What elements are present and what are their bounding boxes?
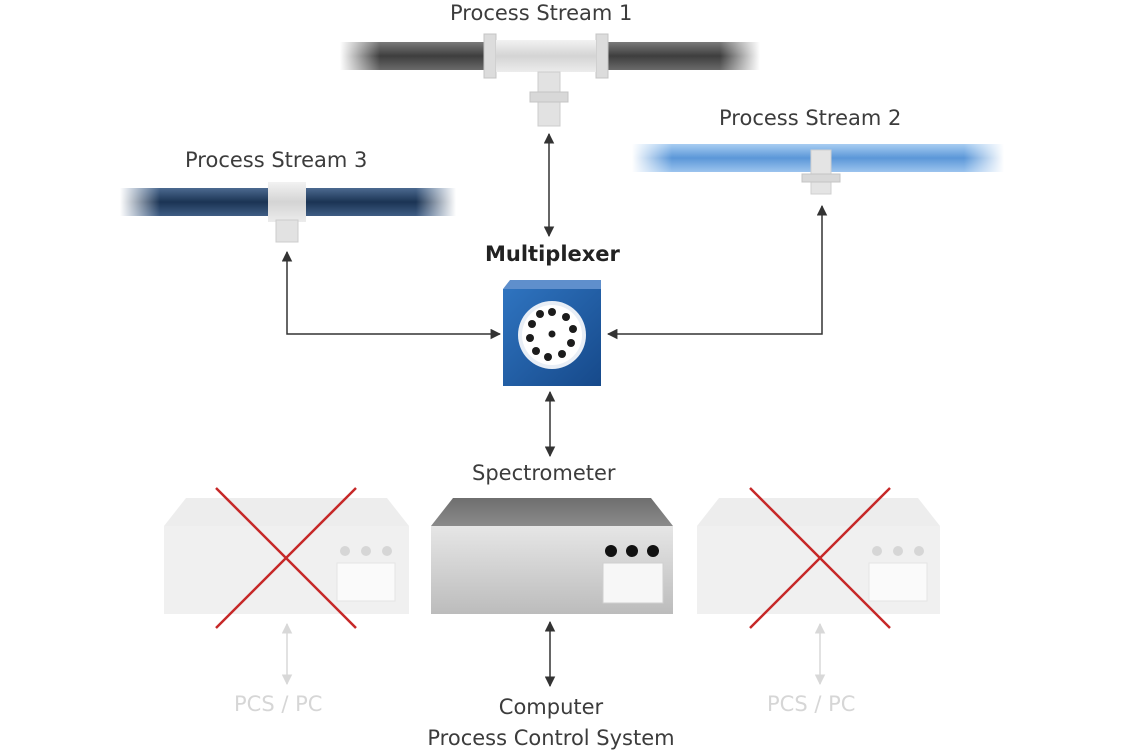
label-process-stream-2: Process Stream 2	[719, 106, 902, 130]
multiplexer-device	[503, 280, 601, 386]
process-stream-3-pipe	[120, 182, 456, 243]
label-computer: Computer Process Control System	[400, 692, 702, 754]
faded-spectrometer-right	[697, 487, 940, 686]
label-computer-line2: Process Control System	[427, 726, 675, 750]
process-stream-1-pipe	[340, 33, 760, 127]
cross-left-b	[215, 487, 357, 629]
label-pcs-left: PCS / PC	[234, 692, 323, 716]
arrow-stream2-multiplexer	[606, 204, 828, 340]
arrow-stream3-multiplexer	[281, 250, 502, 340]
label-computer-line1: Computer	[498, 695, 604, 719]
label-pcs-right: PCS / PC	[767, 692, 856, 716]
connection-arrows	[281, 132, 828, 688]
faded-spectrometer-left	[164, 487, 409, 686]
label-multiplexer: Multiplexer	[485, 242, 620, 266]
process-stream-2-pipe	[632, 144, 1004, 195]
spectrometer-device	[431, 498, 673, 614]
label-spectrometer: Spectrometer	[472, 461, 616, 485]
cross-right-b	[749, 487, 891, 629]
label-process-stream-1: Process Stream 1	[450, 1, 633, 25]
label-process-stream-3: Process Stream 3	[185, 148, 368, 172]
